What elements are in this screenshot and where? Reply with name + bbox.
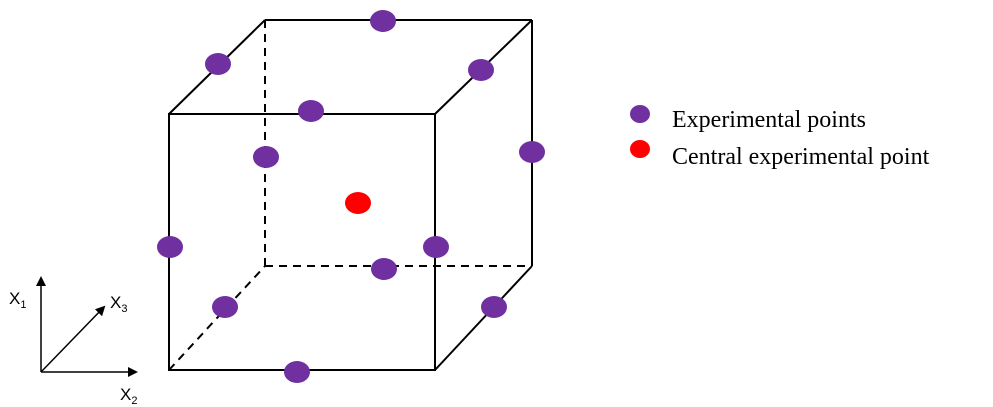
hidden-edge-bottom-left-depth [168,265,266,371]
edge-bottom-right-depth [434,265,533,371]
experimental-point [371,258,397,280]
legend-marker-experimental [630,105,650,123]
axes-indicator [36,276,138,377]
experimental-point [157,236,183,258]
experimental-point [212,296,238,318]
legend-label-central: Central experimental point [672,144,930,170]
experimental-point [519,141,545,163]
legend-label-experimental: Experimental points [672,107,866,133]
experimental-point [423,236,449,258]
axis-x1-label: X1 [9,289,26,311]
experimental-point [205,53,231,75]
axis-x2-label: X2 [120,385,137,407]
experimental-points [157,10,545,383]
axis-x3-arrow [40,305,106,373]
cube-hidden-edges [168,20,532,371]
cube-front-face [168,113,436,371]
experimental-point [468,59,494,81]
experimental-point [284,361,310,383]
axis-x3-label: X3 [110,293,127,315]
experimental-point [370,10,396,32]
experimental-point [298,100,324,122]
experimental-point [481,296,507,318]
legend: Experimental points Central experimental… [630,105,930,170]
experimental-point [253,146,279,168]
legend-marker-central [630,140,650,158]
central-experimental-point [345,192,371,214]
